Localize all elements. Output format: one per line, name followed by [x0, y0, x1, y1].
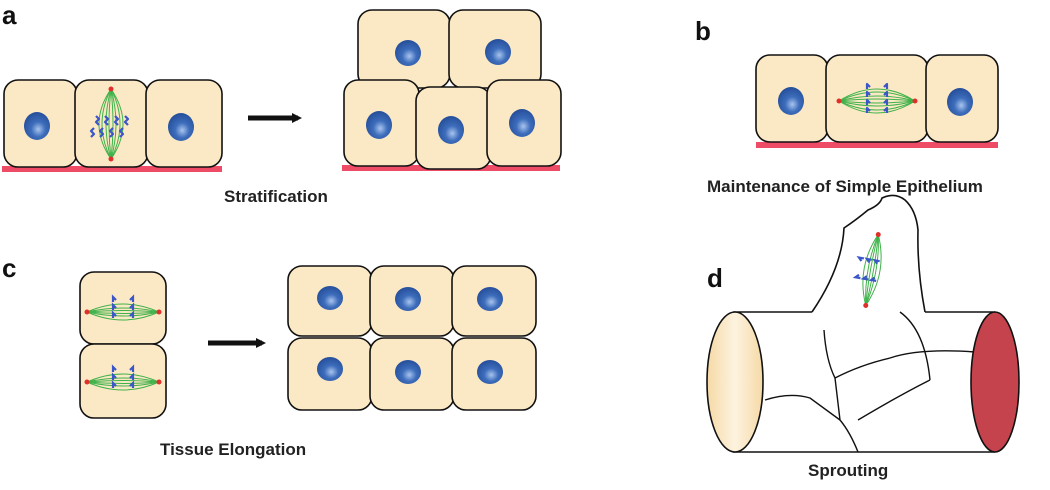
- panel-letter-d: d: [707, 263, 723, 293]
- nucleus: [168, 113, 194, 141]
- nucleus: [317, 357, 343, 381]
- mitotic-spindle: [84, 294, 162, 321]
- nucleus: [477, 360, 503, 384]
- mitotic-spindle: [852, 232, 882, 308]
- caption-tissue-elongation: Tissue Elongation: [160, 440, 307, 459]
- vessel-tube: [735, 312, 995, 452]
- mitotic-spindle: [84, 364, 162, 391]
- nucleus: [947, 88, 973, 116]
- caption-sprouting: Sprouting: [808, 461, 889, 480]
- panel-b: [755, 54, 999, 148]
- caption-simple-epithelium: Maintenance of Simple Epithelium: [707, 177, 983, 196]
- nucleus: [509, 109, 535, 137]
- mitotic-spindle: [836, 82, 918, 114]
- vessel-end-left: [706, 311, 764, 453]
- mitotic-spindle: [89, 86, 130, 162]
- nucleus: [24, 112, 50, 140]
- nucleus: [485, 39, 511, 65]
- panel-c: [79, 271, 167, 419]
- caption-stratification: Stratification: [224, 187, 328, 206]
- panel-a: [2, 79, 223, 172]
- nucleus: [395, 360, 421, 384]
- panel-letter-b: b: [695, 16, 711, 46]
- nucleus: [477, 287, 503, 311]
- panel-d: [706, 194, 1020, 453]
- cell-junctions: [764, 311, 976, 453]
- nucleus: [778, 87, 804, 115]
- nucleus: [395, 287, 421, 311]
- vessel-lumen: [970, 311, 1020, 453]
- nucleus: [395, 40, 421, 66]
- nucleus: [438, 116, 464, 144]
- elongated-tissue: [287, 265, 537, 411]
- panel-letter-c: c: [2, 253, 17, 283]
- stratified-epithelium: [342, 9, 562, 171]
- nucleus: [317, 286, 343, 310]
- panel-letter-a: a: [2, 0, 17, 30]
- nucleus: [366, 111, 392, 139]
